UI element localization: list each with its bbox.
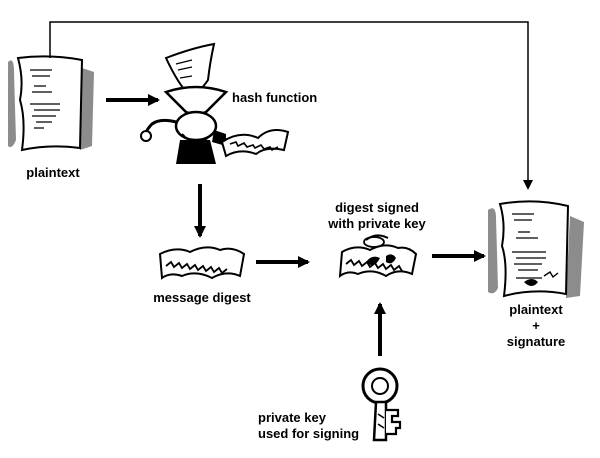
private-key-icon xyxy=(361,367,402,442)
plaintext-document-icon xyxy=(8,55,94,152)
private-key-line-2: used for signing xyxy=(258,426,360,441)
hash-function-grinder-icon xyxy=(140,42,290,164)
private-key-label: private key used for signing xyxy=(258,410,359,442)
digest-signed-line-2: with private key xyxy=(328,216,426,231)
plaintext-label: plaintext xyxy=(26,165,80,180)
message-digest-ribbon-icon xyxy=(158,246,246,280)
bypass-arrow xyxy=(49,21,533,190)
signed-document-icon xyxy=(488,200,584,298)
hash-function-label: hash function xyxy=(232,90,318,105)
plaintext-signature-label: plaintext + signature xyxy=(496,302,576,350)
digest-signed-label: digest signed with private key xyxy=(312,200,442,232)
plaintext-signature-line-2: + xyxy=(532,318,540,333)
message-digest-label: message digest xyxy=(153,290,251,305)
private-key-line-1: private key xyxy=(258,410,326,425)
plaintext-signature-line-3: signature xyxy=(506,334,566,349)
digest-signed-line-1: digest signed xyxy=(335,200,419,215)
plaintext-signature-line-1: plaintext xyxy=(509,302,563,317)
signed-digest-icon xyxy=(338,234,418,279)
